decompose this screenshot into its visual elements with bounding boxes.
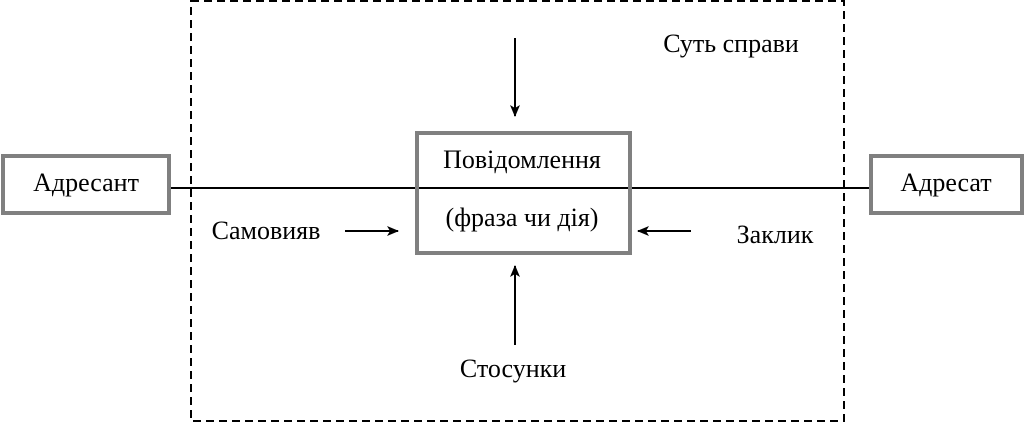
addressee-label: Адресат bbox=[900, 168, 992, 197]
appeal-label: Заклик bbox=[736, 220, 814, 249]
self-expression-label: Самовияв bbox=[211, 216, 321, 245]
relations-label: Стосунки bbox=[459, 354, 567, 383]
dashed-frame bbox=[190, 0, 845, 422]
addresser-box bbox=[1, 154, 171, 215]
addresser-label: Адресант bbox=[33, 168, 139, 197]
message-box bbox=[415, 131, 632, 255]
message-label-line2: (фраза чи дія) bbox=[445, 203, 599, 232]
essence-label: Суть справи bbox=[663, 29, 799, 58]
addressee-box bbox=[869, 154, 1024, 215]
message-label-line1: Повідомлення bbox=[443, 145, 601, 174]
